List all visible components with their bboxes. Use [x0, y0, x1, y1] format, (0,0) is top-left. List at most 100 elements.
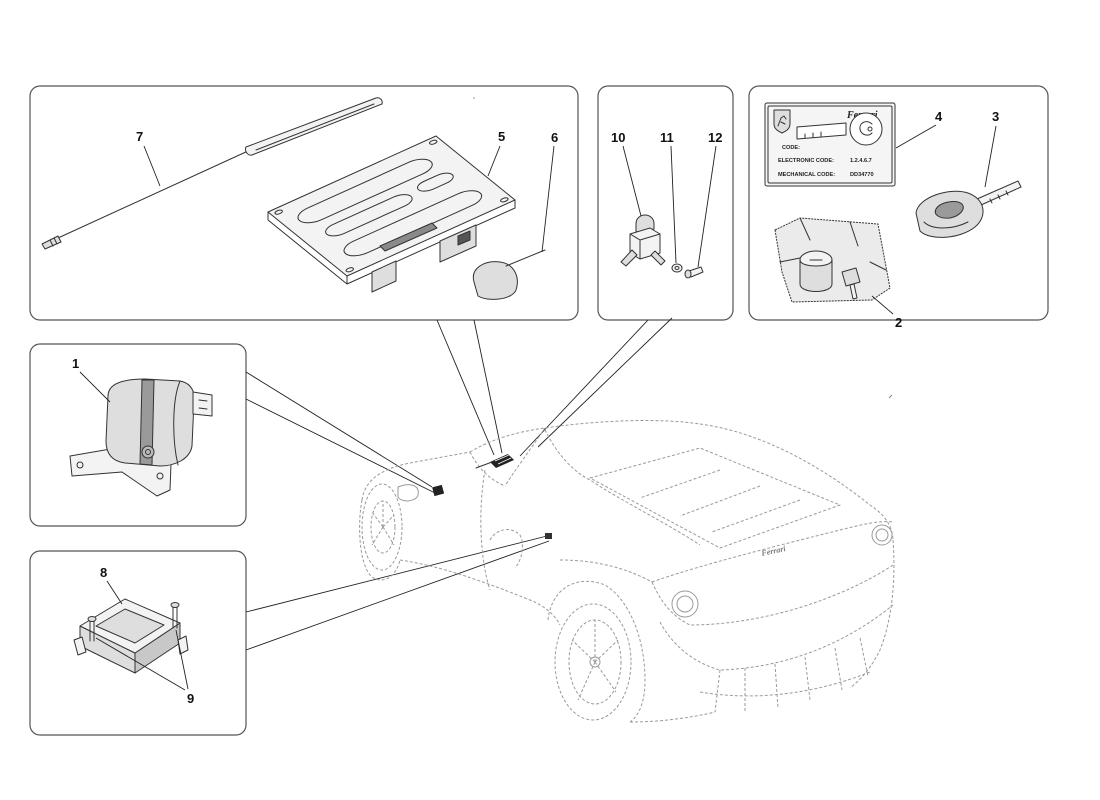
car-side-window-edge	[544, 429, 701, 546]
callout-3[interactable]: 3	[992, 109, 999, 124]
part-9-screws	[87, 602, 180, 642]
prancing-horse-icon	[777, 115, 787, 127]
actuator-nut	[141, 445, 155, 459]
leader-1	[79, 371, 111, 403]
locator-line-box-antenna	[436, 319, 503, 456]
prancing-horse-shield-icon	[773, 109, 791, 134]
screw-left	[87, 616, 97, 642]
taillight-right-outer	[871, 524, 893, 546]
locator-line-box-connector	[519, 317, 673, 457]
key-bow-outline	[849, 112, 883, 146]
callout-5[interactable]: 5	[498, 129, 505, 144]
antenna-rod	[57, 150, 249, 239]
puck-cable	[505, 249, 546, 267]
car-rear-fender	[559, 559, 653, 583]
car-roof	[469, 420, 701, 453]
callout-2[interactable]: 2	[895, 315, 902, 330]
car-side-intake	[489, 529, 523, 569]
car-taillight-left	[671, 590, 699, 618]
key-blade	[976, 180, 1022, 206]
mechanical-code-label: MECHANICAL CODE:	[778, 172, 835, 178]
module-plate-slots	[274, 139, 510, 272]
spare-key-head	[841, 267, 861, 287]
front-wheel-rim	[361, 483, 403, 571]
leader-10	[622, 145, 642, 217]
electronic-code-value: 1.2.4.6.7	[850, 158, 872, 164]
plate-slot-upper	[293, 156, 438, 227]
actuator-connector	[192, 391, 213, 417]
taillight-left-outer	[671, 590, 699, 618]
part-7-antenna	[41, 97, 383, 250]
leader-11	[670, 145, 677, 264]
part-4-code-card: Ferrari CODE: ELECTRONIC CODE: 1.2.4.6.7…	[764, 102, 896, 187]
bolt-head	[684, 269, 692, 279]
screw-right-head	[170, 602, 180, 608]
plate-hole	[274, 209, 284, 215]
car-rear-right-side	[849, 539, 895, 689]
leader-6	[541, 145, 555, 253]
module-plate-top	[267, 135, 516, 277]
callout-7[interactable]: 7	[136, 129, 143, 144]
car-marker-antenna-module	[475, 454, 514, 469]
key-fob-button	[934, 201, 964, 219]
box-sensor-module	[29, 550, 247, 736]
part-10-connector-block	[620, 214, 666, 267]
car-rear-wheel	[554, 603, 632, 721]
lock-cylinder	[799, 250, 833, 292]
plate-slot-middle	[321, 192, 416, 239]
taillight-left-inner	[676, 595, 694, 613]
electronic-code-label: ELECTRONIC CODE:	[778, 158, 834, 164]
screw-right-shaft	[172, 606, 178, 629]
car-diffuser	[699, 671, 871, 697]
rear-wheel-spokes	[571, 620, 619, 701]
code-label: CODE:	[782, 145, 800, 151]
car-roof-rear	[699, 423, 894, 541]
key-outline-icon	[796, 112, 883, 146]
block-stub	[650, 250, 666, 266]
front-wheel-spokes	[371, 501, 395, 546]
car-engine-glass	[589, 447, 841, 549]
car-diffuser-fins	[714, 637, 869, 713]
callout-10[interactable]: 10	[611, 130, 625, 145]
part-6-gps-puck	[472, 249, 546, 300]
actuator-connector-pins	[198, 399, 208, 410]
module-top-raised	[95, 608, 165, 644]
car-side-sill	[399, 559, 561, 626]
plate-hole	[345, 267, 355, 273]
box-actuator	[29, 343, 247, 527]
car-rear-bumper	[659, 604, 894, 671]
part-1-actuator	[69, 378, 213, 497]
callout-6[interactable]: 6	[551, 130, 558, 145]
module-tab-right	[177, 635, 189, 655]
callout-4[interactable]: 4	[935, 109, 943, 124]
marker-module-stripes	[494, 454, 512, 465]
car-front-wheel-arch	[359, 499, 401, 581]
print-mark	[888, 394, 893, 399]
bracket-hole	[76, 461, 84, 469]
callout-12[interactable]: 12	[708, 130, 722, 145]
callout-1[interactable]: 1	[72, 356, 79, 371]
leader-7	[143, 145, 161, 187]
part-12-bolt	[684, 266, 704, 279]
lock-cylinder-body	[799, 259, 833, 292]
callout-8[interactable]: 8	[100, 565, 107, 580]
car-engine-louvers	[639, 469, 801, 533]
kit-bag-creases	[779, 217, 887, 271]
key-bow-logo-icon	[859, 121, 873, 136]
car-rear-three-quarter-view: Ferrari	[359, 420, 895, 723]
block-body-edge	[629, 233, 661, 260]
box-keys-codes	[748, 85, 1049, 321]
callout-11[interactable]: 11	[660, 130, 674, 145]
plate-slot-small	[414, 171, 457, 194]
key-blade-teeth	[989, 190, 1009, 204]
actuator-band	[139, 379, 155, 466]
plate-hole	[428, 139, 438, 145]
car-underside	[629, 711, 716, 723]
part-2-lock-kit-bag	[774, 217, 891, 303]
car-door-line	[480, 469, 491, 591]
car-rear-face-upper	[651, 564, 894, 626]
callout-9[interactable]: 9	[187, 691, 194, 706]
marker-module-body	[490, 454, 514, 468]
marker-antenna	[475, 461, 493, 469]
